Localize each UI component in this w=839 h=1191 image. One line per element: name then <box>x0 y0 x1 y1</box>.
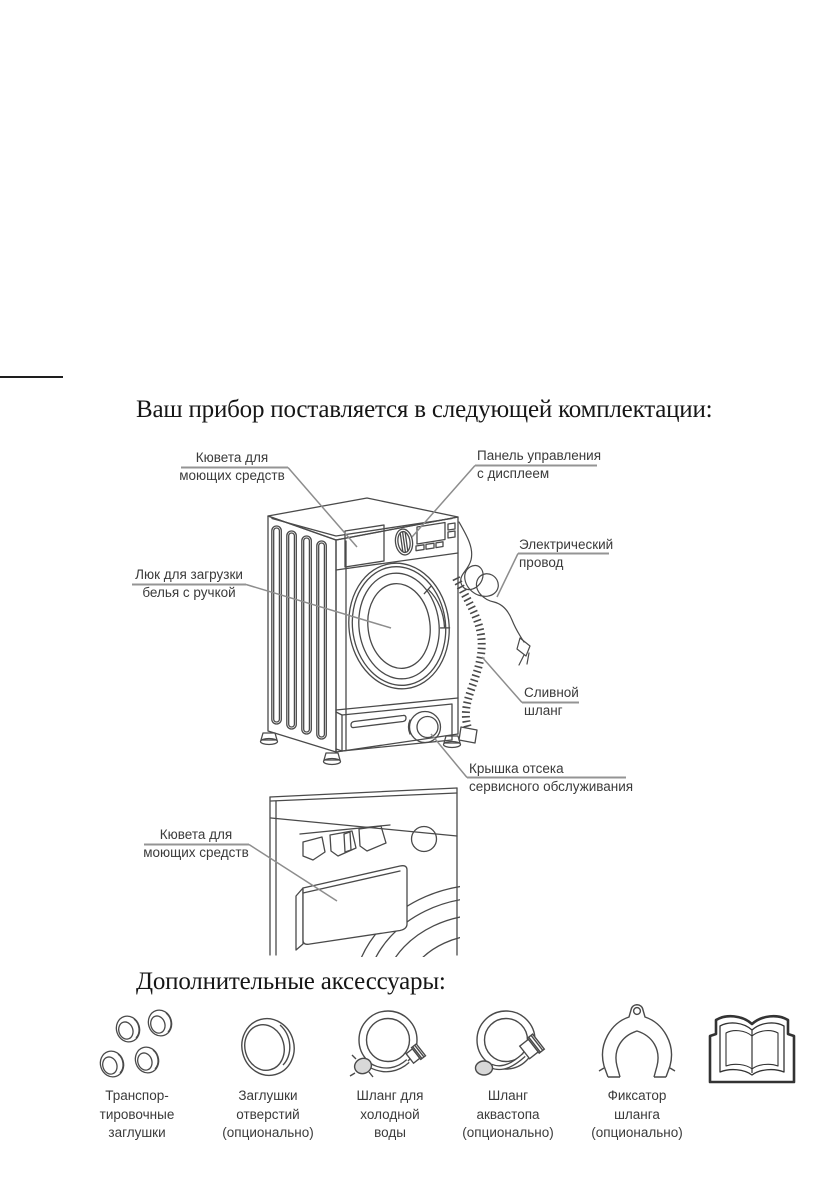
manual-book-icon <box>708 1014 796 1084</box>
caption-transport-plugs: Транспор- тировочные заглушки <box>99 1088 175 1140</box>
detail-drawer-compartments <box>299 824 391 861</box>
leader-lines <box>245 465 523 902</box>
page-title: Ваш прибор поставляется в следующей комп… <box>136 396 713 423</box>
label-service-cover: Крышка отсека сервисного обслуживания <box>469 761 634 794</box>
caption-cold-water-hose: Шланг для холодной воды <box>356 1088 424 1140</box>
detergent-drawer-front <box>344 524 385 568</box>
detail-knob <box>410 825 438 853</box>
hose-clip-icon <box>598 1004 676 1078</box>
side-panel-slots <box>271 525 327 740</box>
hole-plug-icon <box>241 1017 295 1077</box>
section-rule <box>0 376 63 378</box>
label-power-cord: Электрический провод <box>519 537 614 570</box>
label-underlines <box>132 464 626 846</box>
label-drain-hose: Сливной шланг <box>524 685 579 718</box>
display-panel <box>415 521 456 552</box>
feet <box>259 732 462 766</box>
power-cord <box>458 521 531 666</box>
label-detergent-drawer: Кювета для моющих средств <box>179 450 285 483</box>
label-control-panel: Панель управления с дисплеем <box>477 448 602 481</box>
control-band <box>335 521 459 571</box>
service-cap <box>407 710 442 744</box>
washing-machine-drawing <box>259 497 531 766</box>
detail-view-drawing <box>269 787 460 957</box>
aquastop-hose-icon <box>474 1010 546 1076</box>
machine-front-panel <box>335 516 459 753</box>
caption-hose-clip: Фиксатор шланга (опционально) <box>591 1088 683 1140</box>
transport-plugs-icon <box>96 1006 176 1081</box>
label-door: Люк для загрузки белья с ручкой <box>135 567 243 600</box>
vent-slot <box>350 714 407 729</box>
accessories-title: Дополнительные аксессуары: <box>136 968 446 995</box>
machine-cabinet <box>267 497 459 753</box>
door <box>348 562 451 690</box>
program-knob <box>394 528 414 556</box>
cold-water-hose-icon <box>349 1010 427 1078</box>
drain-hose <box>452 576 486 744</box>
caption-hole-plugs: Заглушки отверстий (опционально) <box>222 1088 314 1140</box>
plinth <box>335 697 459 752</box>
caption-aquastop-hose: Шланг аквастопа (опционально) <box>462 1088 554 1140</box>
label-detail-detergent-drawer: Кювета для моющих средств <box>143 827 249 860</box>
